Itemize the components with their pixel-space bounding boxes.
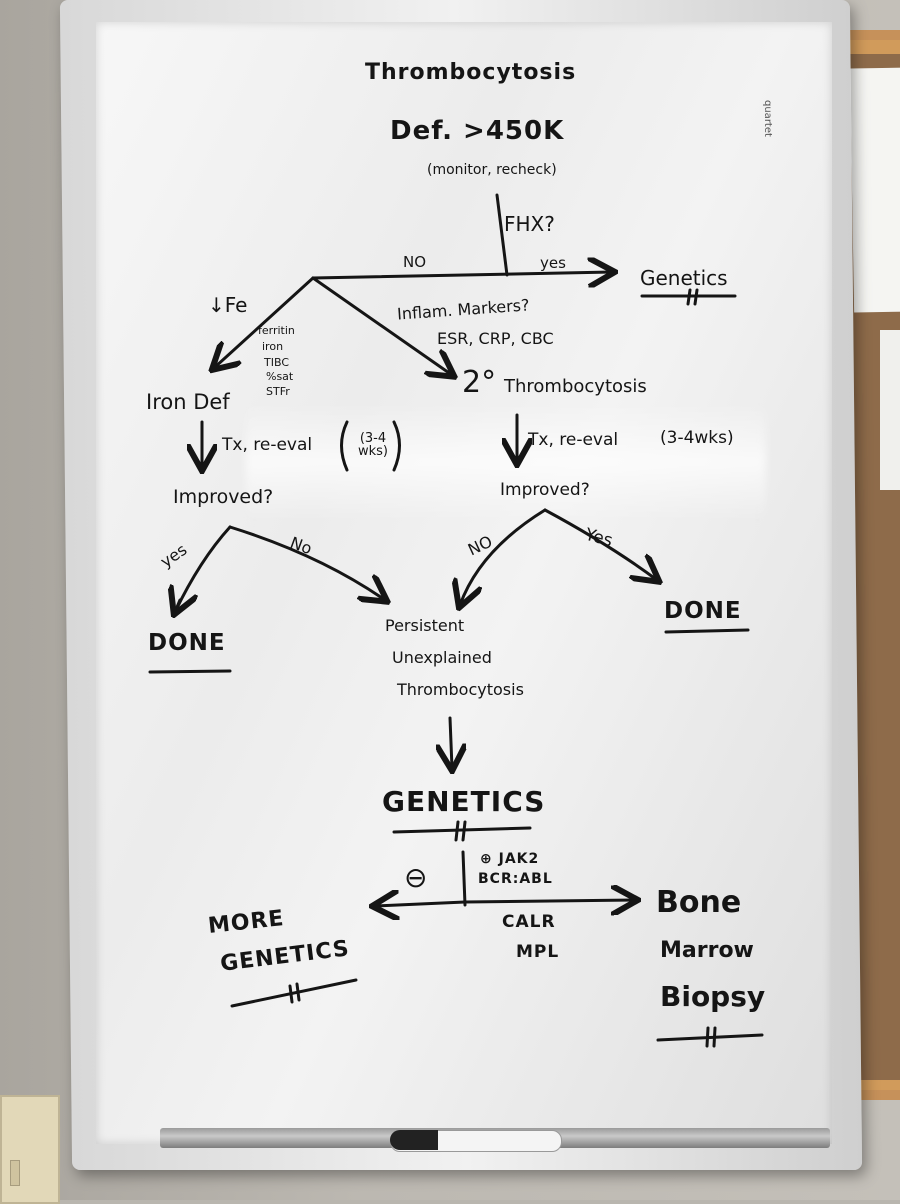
inflam-tests: ESR, CRP, CBC: [437, 329, 554, 348]
iron-test: STFr: [266, 385, 290, 398]
done-right: DONE: [664, 598, 742, 624]
bone-marrow-line: Biopsy: [660, 980, 766, 1013]
positive-test: MPL: [516, 942, 560, 962]
positive-test: ⊕ JAK2: [480, 851, 540, 867]
persistent-line: Unexplained: [392, 648, 492, 667]
definition-note: (monitor, recheck): [427, 162, 557, 178]
fhx-question: FHX?: [504, 212, 555, 236]
iron-test: iron: [262, 340, 284, 353]
left-improved-question: Improved?: [173, 486, 274, 508]
genetics-top: Genetics: [640, 266, 728, 290]
fhx-yes-label: yes: [540, 254, 566, 272]
marker-cap: [390, 1130, 438, 1150]
negative-symbol: ⊖: [404, 861, 428, 894]
right-treatment: Tx, re-eval: [528, 430, 619, 450]
persistent-line: Persistent: [385, 616, 465, 635]
iron-test: %sat: [266, 370, 294, 383]
secondary-prefix: 2°: [462, 365, 497, 400]
fhx-no-label: NO: [403, 253, 427, 271]
whiteboard: [96, 22, 832, 1144]
low-iron-label: ↓Fe: [208, 293, 248, 317]
bone-marrow-line: Bone: [656, 885, 742, 920]
done-left: DONE: [148, 630, 226, 656]
definition: Def. >450K: [390, 116, 565, 146]
secondary-thrombocytosis-node: Thrombocytosis: [504, 376, 647, 397]
pinned-paper: [880, 330, 900, 490]
positive-test: BCR:ABL: [478, 871, 553, 887]
title: Thrombocytosis: [365, 60, 577, 85]
iron-def-node: Iron Def: [146, 390, 230, 414]
iron-test: TIBC: [264, 356, 289, 369]
right-treatment-time: (3-4wks): [660, 428, 734, 448]
genetics-main: GENETICS: [382, 785, 546, 818]
left-treatment-time: (3-4 wks): [357, 431, 388, 459]
bone-marrow-line: Marrow: [660, 938, 754, 963]
persistent-line: Thrombocytosis: [397, 680, 524, 699]
right-improved-question: Improved?: [500, 480, 590, 500]
iron-test: ferritin: [258, 324, 295, 337]
light-switch[interactable]: [10, 1160, 20, 1186]
positive-test: CALR: [502, 912, 556, 932]
left-treatment: Tx, re-eval: [222, 435, 313, 455]
